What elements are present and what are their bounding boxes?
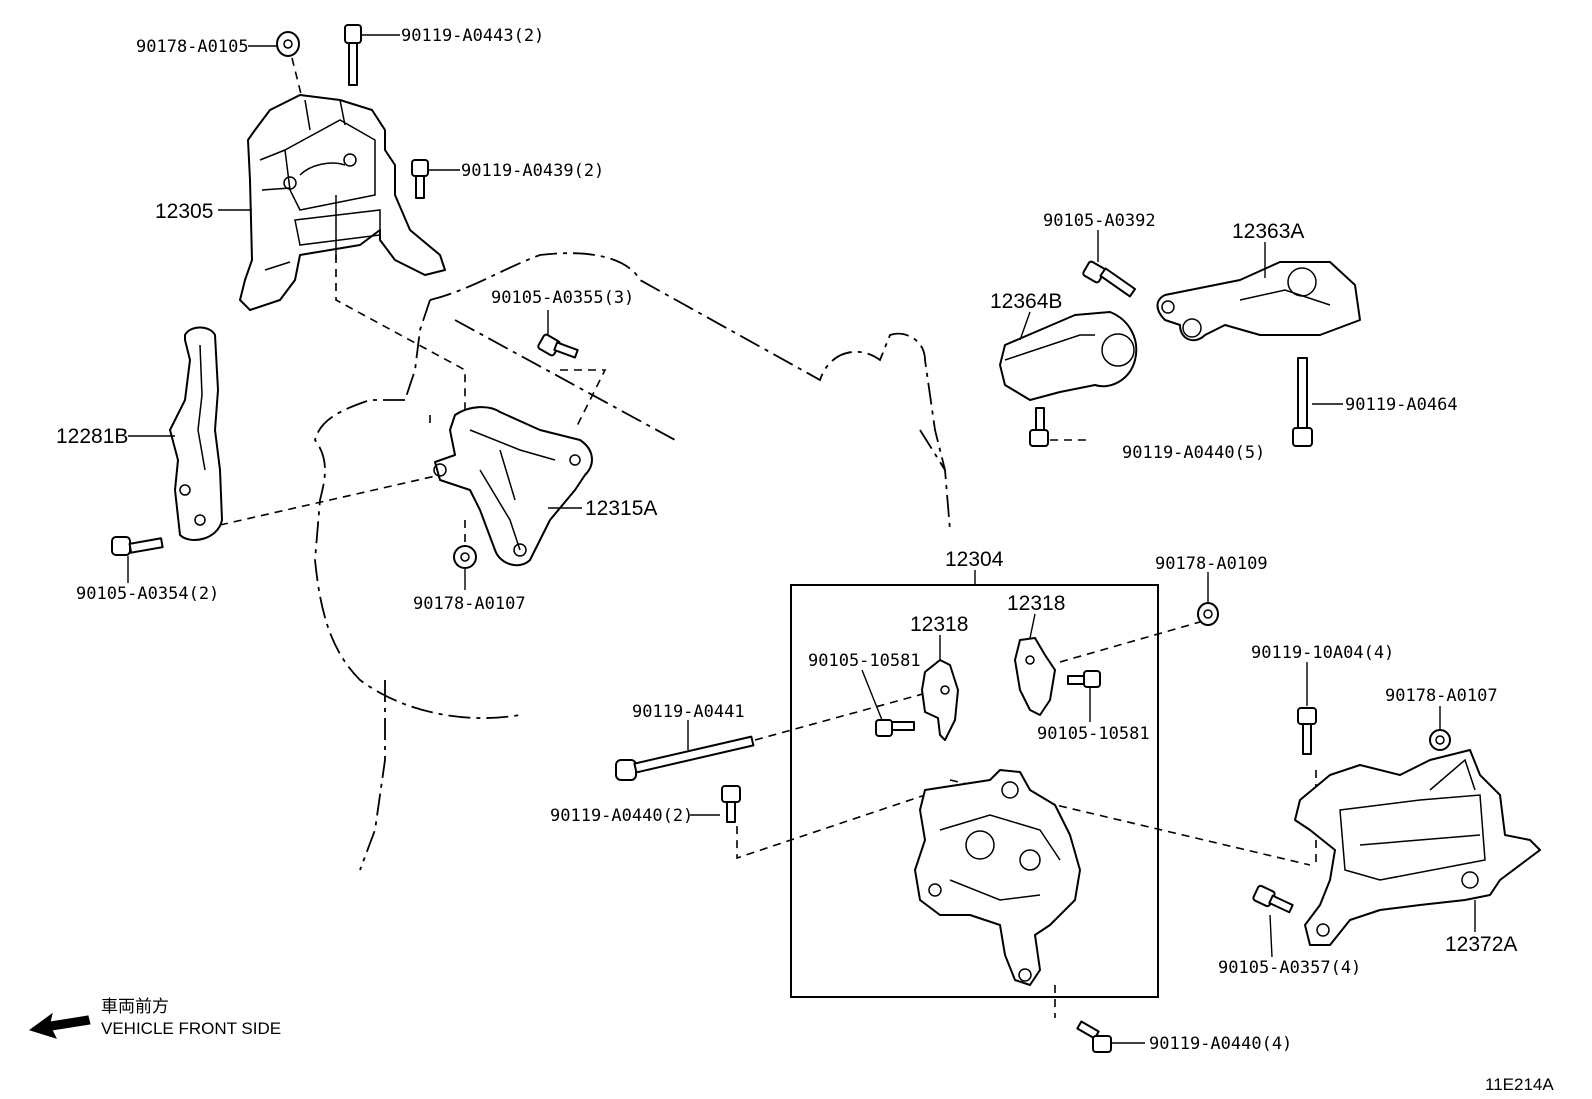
- label-90119-10A04: 90119-10A04(4): [1251, 643, 1394, 663]
- bolt-90105-A0392: [1082, 260, 1137, 298]
- label-12364B: 12364B: [990, 290, 1062, 313]
- bolt-90105-10581-right: [1067, 670, 1101, 688]
- bracket-12281B: [169, 326, 223, 541]
- bolt-90119-A0441: [615, 735, 755, 781]
- label-90119-A0464: 90119-A0464: [1345, 395, 1458, 415]
- fasteners: [111, 24, 1451, 1053]
- label-12281B: 12281B: [56, 425, 128, 448]
- bolt-90119-A0464: [1292, 357, 1313, 447]
- label-90105-10581-left: 90105-10581: [808, 651, 921, 671]
- bolt-90105-A0357: [1252, 884, 1294, 914]
- bolt-90119-10A04: [1297, 707, 1317, 755]
- bolt-90119-A0440-2: [721, 785, 741, 823]
- label-90119-A0443: 90119-A0443(2): [401, 26, 544, 46]
- label-90105-A0354: 90105-A0354(2): [76, 584, 219, 604]
- bracket-12318-left: [921, 659, 959, 741]
- part-labels: 90178-A0105 90119-A0443(2) 90119-A0439(2…: [56, 26, 1517, 1054]
- label-12363A: 12363A: [1232, 220, 1304, 243]
- label-90178-A0109: 90178-A0109: [1155, 554, 1268, 574]
- label-90119-A0440-4: 90119-A0440(4): [1149, 1034, 1292, 1054]
- mount-12305: [239, 94, 446, 311]
- nut-90178-A0107-right: [1429, 729, 1451, 751]
- bracket-12315A: [433, 406, 593, 567]
- mount-12304-body: [914, 769, 1081, 986]
- label-12304: 12304: [945, 548, 1004, 571]
- label-90119-A0440-2: 90119-A0440(2): [550, 806, 693, 826]
- nut-90178-A0107-left: [453, 545, 477, 569]
- label-90105-A0357: 90105-A0357(4): [1218, 958, 1361, 978]
- label-90119-A0440-5: 90119-A0440(5): [1122, 443, 1265, 463]
- label-12318-left: 12318: [910, 613, 968, 636]
- label-90178-A0107-right: 90178-A0107: [1385, 686, 1498, 706]
- bolt-90119-A0439: [411, 159, 429, 199]
- nut-90178-A0109: [1197, 602, 1219, 626]
- bolt-90105-A0354: [111, 536, 164, 556]
- label-90178-A0107-left: 90178-A0107: [413, 594, 526, 614]
- engine-outline: [314, 252, 951, 871]
- rod-12363A: [1156, 261, 1361, 342]
- nut-90178-A0105: [276, 31, 300, 57]
- label-12315A: 12315A: [585, 497, 657, 520]
- bolt-90105-A0355: [537, 333, 579, 359]
- front-label-english: VEHICLE FRONT SIDE: [101, 1019, 281, 1038]
- bracket-12364B: [999, 311, 1138, 401]
- label-90119-A0439: 90119-A0439(2): [461, 161, 604, 181]
- label-90105-A0392: 90105-A0392: [1043, 211, 1156, 231]
- label-12372A: 12372A: [1445, 933, 1517, 956]
- mount-12372A: [1294, 749, 1541, 946]
- bolt-90105-10581-left: [875, 719, 915, 737]
- label-12318-right: 12318: [1007, 592, 1065, 615]
- bolt-90119-A0440-5: [1029, 407, 1049, 447]
- front-label-japanese: 車両前方: [101, 997, 169, 1016]
- bracket-12318-right: [1014, 637, 1056, 716]
- leader-lines: [127, 34, 1476, 1044]
- label-90105-A0355: 90105-A0355(3): [491, 288, 634, 308]
- label-90119-A0441: 90119-A0441: [632, 702, 745, 722]
- bolt-90119-A0440-4: [1076, 1020, 1112, 1053]
- bolt-90119-A0443: [344, 24, 362, 86]
- label-90178-A0105: 90178-A0105: [136, 37, 249, 57]
- diagram-id: 11E214A: [1485, 1075, 1554, 1094]
- label-12305: 12305: [155, 200, 213, 223]
- vehicle-front-indicator: 車両前方 VEHICLE FRONT SIDE: [28, 997, 281, 1039]
- arrow-left-icon: [28, 1012, 91, 1039]
- label-90105-10581-right: 90105-10581: [1037, 724, 1150, 744]
